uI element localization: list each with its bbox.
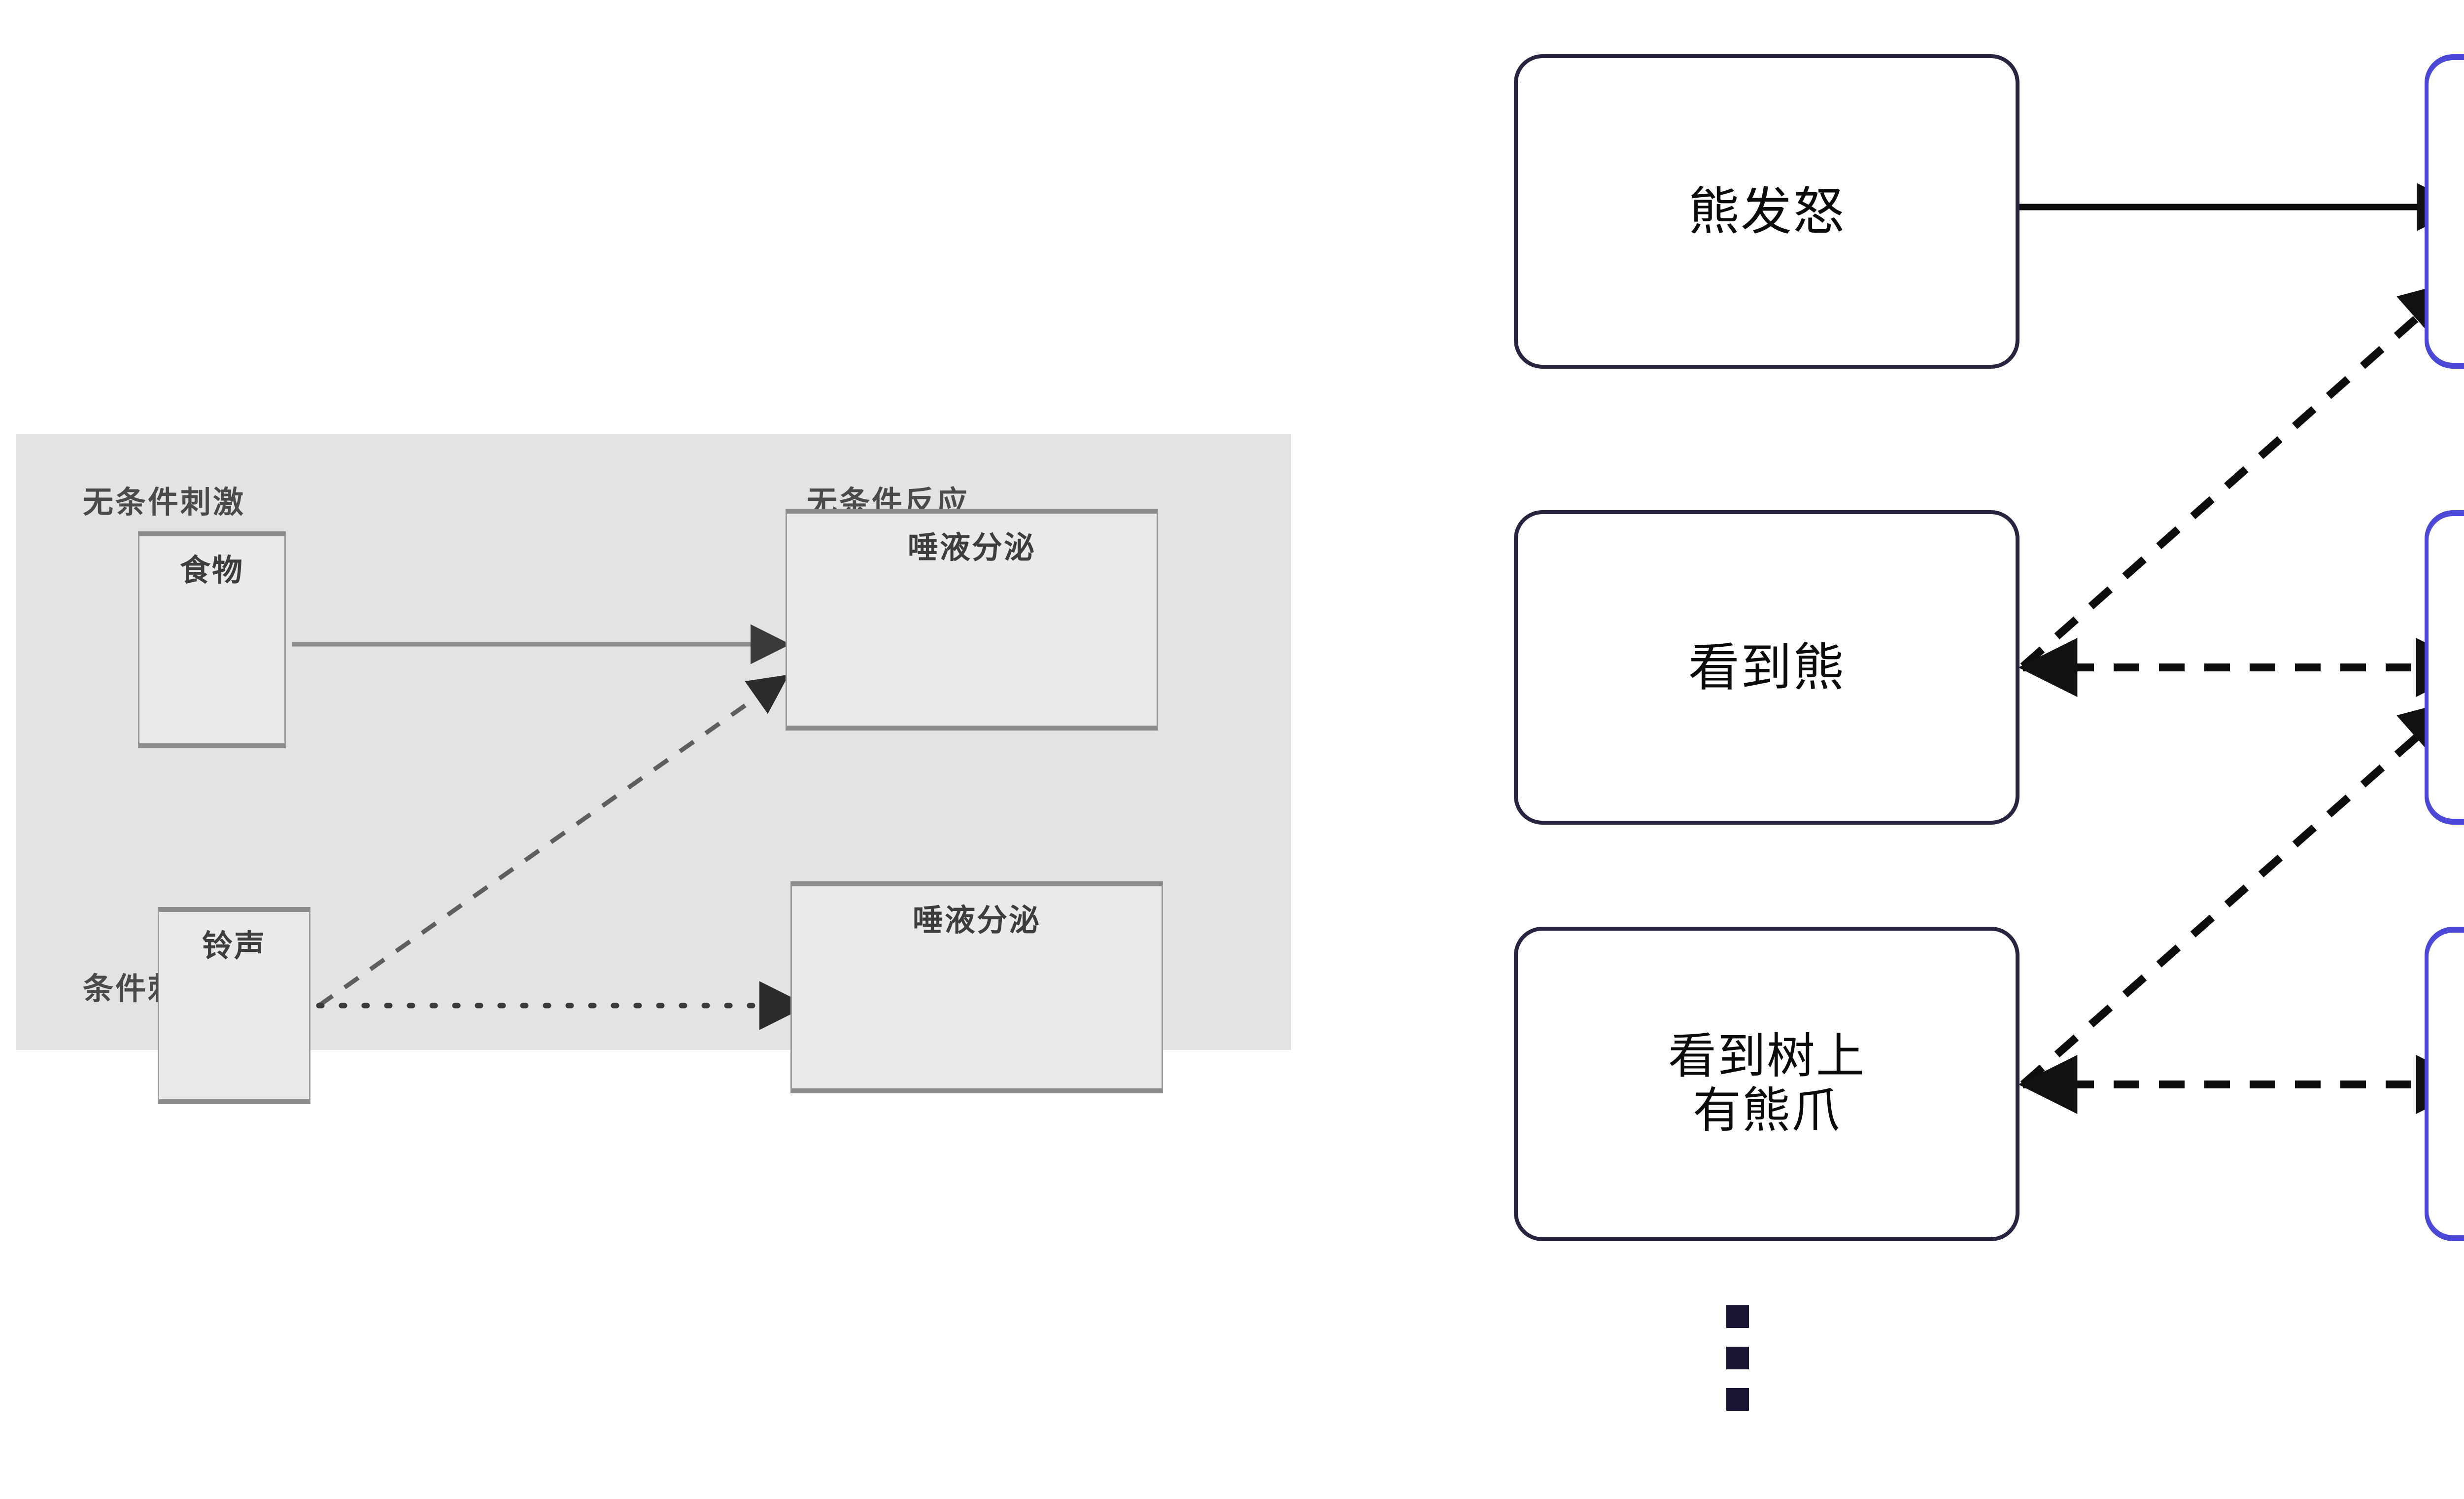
classical-conditioning-panel: 无条件刺激 无条件反应 条件刺激 条件反应 食物 铃声 唾液分泌 唾液分泌 xyxy=(16,434,1291,1104)
cc-box-salivation-bottom-label: 唾液分泌 xyxy=(912,902,1041,938)
cc-box-salivation-bottom: 唾液分泌 xyxy=(790,881,1163,1093)
ellipsis-dots-states xyxy=(1726,1305,1749,1411)
rl-state-box-see-claw-line2: 有熊爪 xyxy=(1692,1082,1841,1139)
ellipsis-dot xyxy=(1726,1347,1749,1369)
classical-conditioning-arrows xyxy=(292,624,808,1030)
cc-box-salivation-top: 唾液分泌 xyxy=(786,509,1158,731)
rl-value-box-v-s: V(s) xyxy=(2425,927,2464,1241)
cc-box-salivation-top-label: 唾液分泌 xyxy=(907,529,1036,565)
ellipsis-dot xyxy=(1726,1305,1749,1328)
cc-box-food: 食物 xyxy=(138,531,286,748)
rl-state-box-see-claw-line1: 看到树上 xyxy=(1668,1028,1865,1085)
rl-state-box-see-bear-label: 看到熊 xyxy=(1688,637,1845,697)
label-unconditioned-stimulus: 无条件刺激 xyxy=(83,484,246,520)
cc-box-bell: 铃声 xyxy=(158,907,310,1104)
ellipsis-dot xyxy=(1726,1388,1749,1411)
rl-value-box-reward: 奖励 xyxy=(2425,54,2464,369)
rl-state-box-see-claw-on-tree-label: 看到树上有熊爪 xyxy=(1668,1028,1865,1139)
cc-box-food-label: 食物 xyxy=(179,552,244,588)
cc-box-bell-label: 铃声 xyxy=(202,928,266,964)
rl-state-box-see-bear: 看到熊 xyxy=(1514,510,2019,825)
rl-state-box-bear-angry-label: 熊发怒 xyxy=(1688,181,1845,242)
rl-state-box-see-claw-on-tree: 看到树上有熊爪 xyxy=(1514,927,2019,1241)
rl-state-box-bear-angry: 熊发怒 xyxy=(1514,54,2019,369)
rl-value-box-v-s-prime: V(s′) xyxy=(2425,510,2464,825)
